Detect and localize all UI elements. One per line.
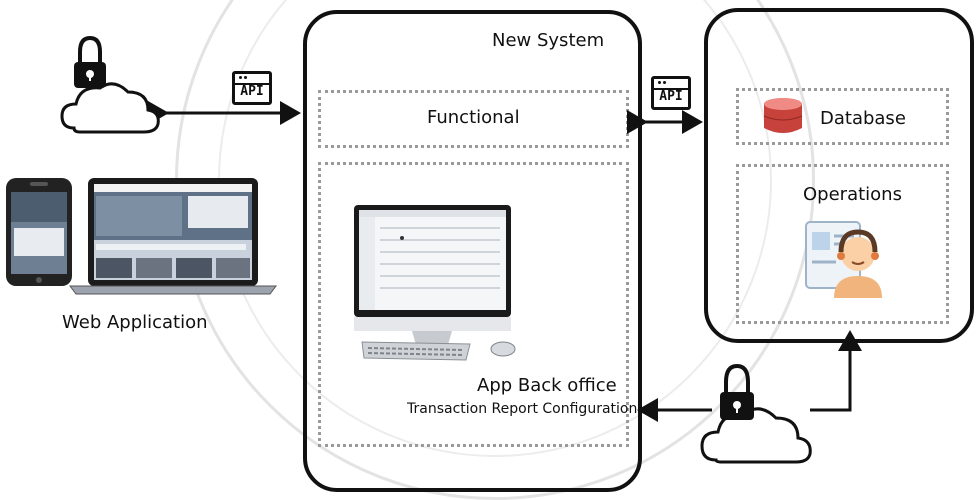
new-system-title: New System — [492, 30, 605, 51]
database-box — [736, 88, 949, 145]
keyboard-icon — [361, 341, 471, 361]
transaction-report-label: Transaction Report Configuration — [407, 401, 638, 417]
desktop-computer-icon — [354, 205, 511, 357]
operations-box — [736, 164, 949, 324]
database-icon — [763, 98, 803, 133]
operator-icon — [805, 221, 882, 298]
database-label: Database — [820, 108, 906, 129]
arrow-icon — [637, 330, 862, 422]
app-back-office-box — [318, 162, 629, 447]
functional-label: Functional — [427, 107, 520, 128]
web-application-label: Web Application — [62, 312, 208, 333]
phone-icon — [6, 178, 72, 286]
api-icon: API — [651, 76, 691, 110]
mouse-icon — [490, 341, 516, 357]
api-text-left: API — [240, 84, 264, 99]
new-system-box — [303, 10, 642, 492]
api-text-right: API — [659, 89, 683, 104]
laptop-icon — [69, 178, 277, 295]
app-back-office-label: App Back office — [477, 375, 617, 396]
cloud-lock-icon — [60, 35, 160, 134]
api-icon: API — [232, 71, 272, 105]
cloud-lock-icon — [700, 363, 812, 464]
operations-label: Operations — [803, 184, 902, 205]
